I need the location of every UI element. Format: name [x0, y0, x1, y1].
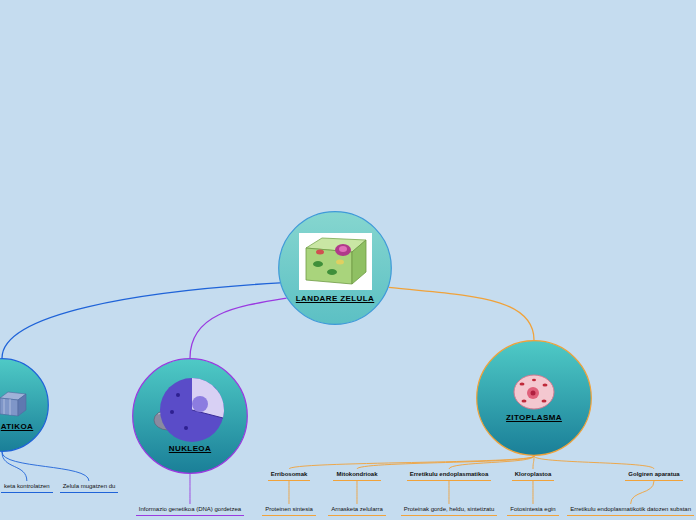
branch-line — [534, 456, 654, 469]
branch-line — [631, 481, 654, 504]
topic-label: Zelula mugatzen du — [60, 482, 119, 493]
topic-title: ATIKOA — [1, 422, 33, 432]
circle-shape — [0, 358, 49, 452]
branch-line — [189, 474, 190, 504]
branch-line — [389, 287, 534, 340]
topic-title: ZITOPLASMA — [506, 413, 562, 423]
topic-text: Golgiren aparatua — [628, 471, 679, 477]
topic-circle: ATIKOA — [0, 358, 49, 452]
topic-circle: LANDARE ZELULA — [278, 211, 392, 325]
topic-label: Erretikulu endoplasmatikotik datozen sub… — [567, 505, 694, 516]
topic-title: LANDARE ZELULA — [296, 294, 374, 304]
topic-title: NUKLEOA — [169, 444, 211, 454]
topic-text: Arnasketa zelularra — [331, 506, 383, 512]
plant-cell-picture — [299, 233, 372, 290]
topic-text: Erretikulu endoplasmatikoa — [410, 471, 489, 477]
topic-label: Erretikulu endoplasmatikoa — [407, 470, 492, 481]
cytoplasm-picture — [514, 375, 554, 409]
branch-line — [2, 452, 89, 481]
topic-text: Kloroplastoa — [515, 471, 552, 477]
branch-line — [532, 481, 533, 504]
topic-label: Fotosintesia egin — [507, 505, 558, 516]
circle-outline — [0, 359, 48, 452]
topic-text: Erribosomak — [271, 471, 308, 477]
branch-line — [288, 481, 289, 504]
branch-line — [533, 456, 534, 469]
topic-text: keta kontrolatzen — [4, 483, 50, 489]
topic-label: Proteinen sintesia — [262, 505, 316, 516]
circle-outline — [477, 341, 592, 456]
circle-outline — [279, 212, 392, 325]
branch-line — [2, 452, 27, 481]
topic-text: Mitokondrioak — [336, 471, 377, 477]
topic-text: Erretikulu endoplasmatikotik datozen sub… — [570, 506, 691, 512]
topic-text: Fotosintesia egin — [510, 506, 555, 512]
branch-line — [449, 456, 534, 469]
circle-shape — [476, 340, 592, 456]
membrane-picture — [0, 392, 26, 416]
topic-text: Informazio genetikoa (DNA) gordetzea — [139, 506, 241, 512]
topic-label: Erribosomak — [268, 470, 311, 481]
branch-line — [2, 283, 280, 358]
topic-label: keta kontrolatzen — [1, 482, 53, 493]
branch-line — [190, 298, 287, 358]
topic-text: Proteinak gorde, heldu, sintetizatu — [404, 506, 495, 512]
topic-circle: NUKLEOA — [132, 358, 248, 474]
branch-line — [356, 481, 357, 504]
topic-text: Zelula mugatzen du — [63, 483, 116, 489]
branch-line — [448, 481, 449, 504]
topic-text: Proteinen sintesia — [265, 506, 313, 512]
circle-shape — [132, 358, 248, 474]
topic-label: Informazio genetikoa (DNA) gordetzea — [136, 505, 244, 516]
branch-line — [357, 456, 534, 469]
nucleus-picture — [154, 378, 224, 442]
circle-shape — [278, 211, 392, 325]
topic-label: Golgiren aparatua — [625, 470, 682, 481]
topic-label: Arnasketa zelularra — [328, 505, 386, 516]
topic-circle: ZITOPLASMA — [476, 340, 592, 456]
topic-label: Kloroplastoa — [512, 470, 555, 481]
branch-line — [289, 456, 534, 469]
topic-label: Mitokondrioak — [333, 470, 380, 481]
circle-outline — [133, 359, 248, 474]
topic-label: Proteinak gorde, heldu, sintetizatu — [401, 505, 498, 516]
